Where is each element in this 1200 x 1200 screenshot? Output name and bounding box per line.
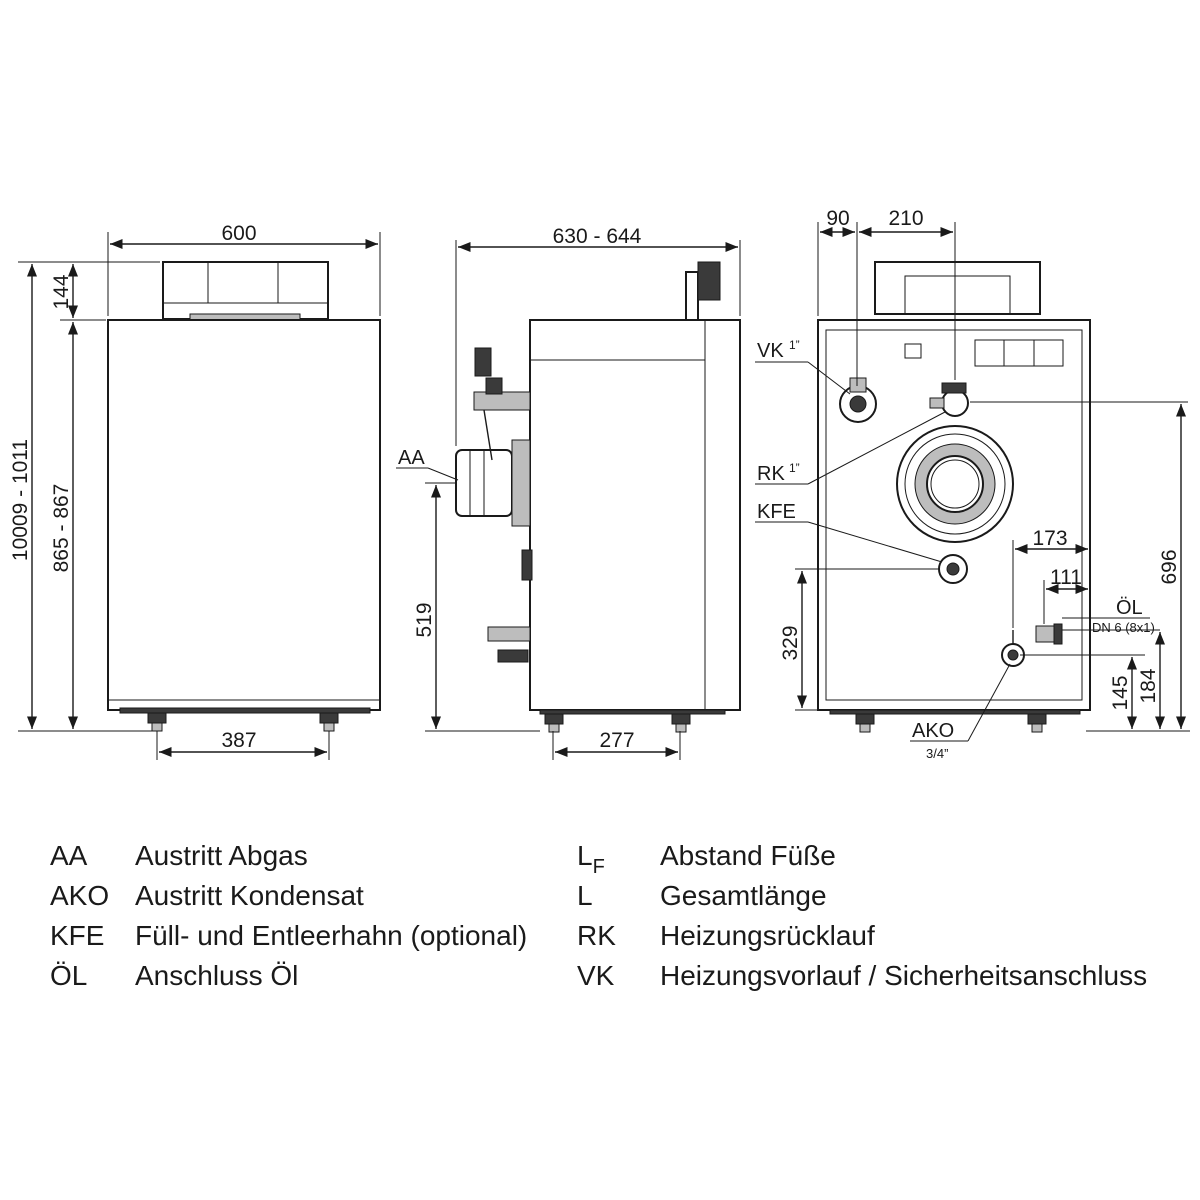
- rear-rk-fitting: [941, 389, 969, 417]
- rear-dim-184-label: 184: [1137, 668, 1160, 703]
- rear-dim-329-label: 329: [779, 625, 802, 660]
- side-exhaust-height-label: 519: [413, 602, 436, 637]
- front-width-label: 600: [221, 222, 256, 245]
- front-total-height-label: 10009 - 1011: [9, 439, 32, 561]
- side-body: [529, 319, 741, 711]
- rear-vk-size: 1”: [789, 338, 800, 352]
- side-feet-spacing-label: 277: [599, 729, 634, 752]
- rear-foot-left: [855, 713, 875, 725]
- front-body-height-label: 865 - 867: [50, 484, 73, 573]
- legend-desc: Anschluss Öl: [135, 960, 299, 991]
- front-view: 600 144 10009 - 1011 865 - 867 387: [9, 222, 381, 760]
- legend-abbr: AKO: [50, 880, 110, 911]
- front-foot-left: [147, 712, 167, 724]
- rear-foot-right: [1027, 713, 1047, 725]
- side-foot-right: [671, 713, 691, 725]
- rear-view: 90 210 696 184 145 329 173 111 VK 1”: [755, 207, 1190, 761]
- rear-rk-size: 1”: [789, 461, 800, 475]
- rear-ako-size: 3/4”: [926, 746, 948, 761]
- legend-abbr: AA: [50, 840, 88, 871]
- rear-oel-size: DN 6 (8x1): [1092, 620, 1155, 635]
- legend-desc: Füll- und Entleerhahn (optional): [135, 920, 528, 951]
- rear-oel-fitting: [1035, 625, 1055, 643]
- legend-row: ÖL Anschluss Öl: [50, 960, 570, 1000]
- legend-desc: Gesamtlänge: [660, 880, 827, 911]
- legend-abbr: KFE: [50, 920, 105, 951]
- side-depth-label: 630 - 644: [553, 225, 642, 248]
- rear-dim-90-label: 90: [826, 207, 849, 230]
- legend-abbr: L: [577, 880, 593, 911]
- legend: AA Austritt Abgas AKO Austritt Kondensat…: [0, 830, 1200, 1010]
- rear-oel-label: ÖL: [1116, 597, 1143, 619]
- legend-desc: Heizungsrücklauf: [660, 920, 875, 951]
- technical-drawing: 600 144 10009 - 1011 865 - 867 387: [9, 207, 1190, 761]
- legend-lf-base: L: [577, 840, 593, 871]
- rear-dim-696-label: 696: [1158, 549, 1181, 584]
- front-body: [107, 319, 381, 711]
- side-foot-left: [544, 713, 564, 725]
- legend-desc: Heizungsvorlauf / Sicherheitsanschluss: [660, 960, 1148, 991]
- legend-abbr-lf: LF: [577, 840, 605, 878]
- legend-row: L Gesamtlänge: [577, 880, 1177, 920]
- legend-abbr: ÖL: [50, 960, 88, 991]
- rear-dim-145-label: 145: [1109, 675, 1132, 710]
- front-top-height-label: 144: [50, 274, 73, 309]
- legend-desc: Austritt Kondensat: [135, 880, 364, 911]
- legend-row: AKO Austritt Kondensat: [50, 880, 570, 920]
- rear-kfe-label: KFE: [757, 501, 796, 523]
- side-aa-label: AA: [398, 447, 425, 469]
- rear-dim-173-label: 173: [1032, 527, 1067, 550]
- legend-row: RK Heizungsrücklauf: [577, 920, 1177, 960]
- front-feet-spacing-label: 387: [221, 729, 256, 752]
- legend-row: KFE Füll- und Entleerhahn (optional): [50, 920, 570, 960]
- front-foot-right: [319, 712, 339, 724]
- rear-ako-label: AKO: [912, 720, 954, 742]
- legend-row: LF Abstand Füße: [577, 840, 1177, 880]
- rear-dim-210-label: 210: [888, 207, 923, 230]
- rear-dim-111-label: 111: [1050, 566, 1082, 589]
- front-top-unit: [162, 261, 329, 320]
- side-view: 630 - 644 519 AA 277: [396, 225, 741, 760]
- legend-abbr: RK: [577, 920, 616, 951]
- legend-desc: Austritt Abgas: [135, 840, 308, 871]
- rear-rk-label: RK: [757, 463, 785, 485]
- legend-row: AA Austritt Abgas: [50, 840, 570, 880]
- rear-vk-label: VK: [757, 340, 784, 362]
- legend-desc: Abstand Füße: [660, 840, 836, 871]
- legend-lf-sub: F: [592, 856, 605, 878]
- legend-abbr: VK: [577, 960, 615, 991]
- legend-row: VK Heizungsvorlauf / Sicherheitsanschlus…: [577, 960, 1177, 1000]
